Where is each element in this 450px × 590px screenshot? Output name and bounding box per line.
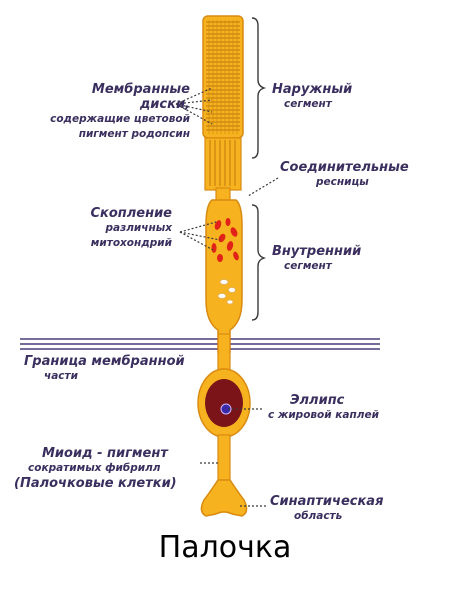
nucleus <box>205 379 243 427</box>
stalk <box>217 333 231 375</box>
myoid <box>217 434 231 484</box>
label-ellipsoid: Эллипс с жировой каплей <box>268 393 379 423</box>
inner-segment-bracket <box>251 204 267 321</box>
mitochondria-line-3: митохондрий <box>90 237 172 249</box>
label-connecting-cilia: Соединительные ресницы <box>280 160 409 190</box>
connecting-cilia-line-2: ресницы <box>316 176 369 188</box>
label-myoid: Миоид - пигмент сократимых фибрилл (Пало… <box>14 446 177 491</box>
label-synaptic: Синаптическая область <box>270 494 383 524</box>
membrane-discs-line-4: пигмент родопсин <box>78 128 190 140</box>
mitochondria-line-2: различных <box>105 222 172 234</box>
membrane-border-line-2: части <box>44 370 78 382</box>
connecting-cilia <box>209 140 236 186</box>
brackets <box>251 17 267 321</box>
mitochondria <box>211 218 239 262</box>
membrane-discs-line-3: содержащие цветовой <box>50 113 190 125</box>
outer-segment-line-1: Наружный <box>272 82 353 97</box>
caption-title: Палочка <box>158 530 292 565</box>
inner-segment-line-2: сегмент <box>284 260 332 272</box>
membrane-border-line-1: Граница мембранной <box>24 354 185 369</box>
label-outer-segment: Наружный сегмент <box>272 82 352 112</box>
label-inner-segment: Внутренний сегмент <box>272 244 361 274</box>
connecting-cilia-line-1: Соединительные <box>280 160 409 175</box>
label-membrane-border: Граница мембранной части <box>24 354 185 384</box>
outer-segment-line-2: сегмент <box>284 98 332 110</box>
inner-segment-line-1: Внутренний <box>272 244 362 259</box>
membrane-discs-line-2: диски, <box>139 97 190 112</box>
label-mitochondria: Скопление различных митохондрий <box>60 206 172 251</box>
fat-droplet <box>220 403 232 415</box>
label-membrane-discs: Мембранные диски, содержащие цветовой пи… <box>40 82 190 142</box>
vesicles <box>217 279 236 305</box>
myoid-line-2: сократимых фибрилл <box>28 462 161 474</box>
membrane-discs-line-1: Мембранные <box>91 82 190 97</box>
ellipsoid-line-1: Эллипс <box>290 393 345 408</box>
mitochondria-line-1: Скопление <box>90 206 172 221</box>
myoid-line-3: (Палочковые клетки) <box>14 476 177 491</box>
synaptic-terminal <box>200 479 248 517</box>
membrane-discs <box>206 20 240 134</box>
myoid-line-1: Миоид - пигмент <box>42 446 168 461</box>
pointer-lines <box>175 87 279 507</box>
ellipsoid-line-2: с жировой каплей <box>268 409 379 421</box>
synaptic-line-2: область <box>294 510 343 522</box>
outer-segment-bracket <box>251 17 267 159</box>
synaptic-line-1: Синаптическая <box>270 494 384 509</box>
membrane-border <box>20 338 380 350</box>
